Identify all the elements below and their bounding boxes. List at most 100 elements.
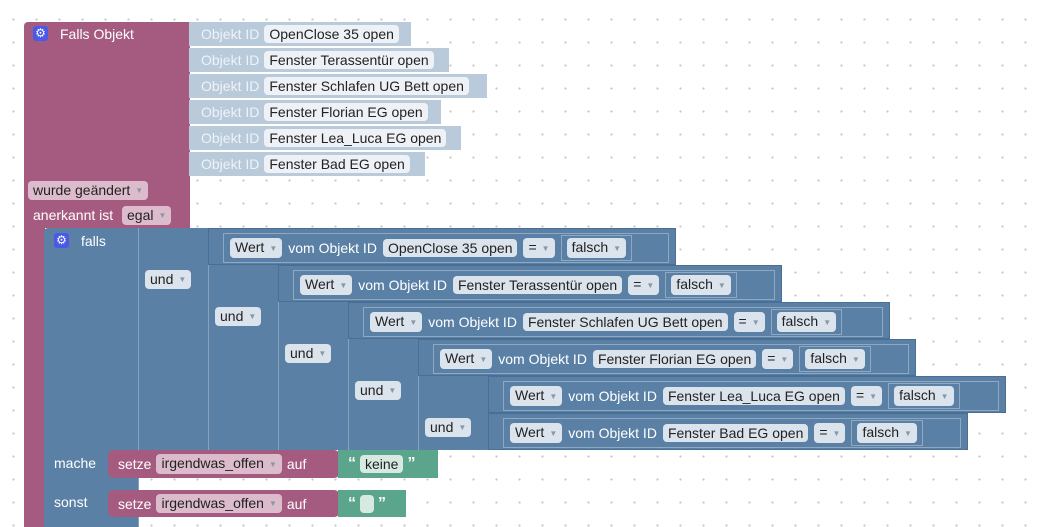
object-id-value[interactable]: Fenster Florian EG open xyxy=(592,350,757,368)
compare-block[interactable]: Wert▼ vom Objekt ID Fenster Lea_Luca EG op… xyxy=(503,381,999,411)
vom-objekt-label: vom Objekt ID xyxy=(568,388,657,404)
property-dropdown-value: Wert xyxy=(515,424,545,441)
operator-dropdown[interactable]: =▼ xyxy=(628,275,660,295)
boolean-block[interactable]: falsch▼ xyxy=(770,309,843,335)
text-block-else[interactable]: “ ” xyxy=(338,490,406,517)
set-label: setze xyxy=(118,495,152,512)
object-id-value[interactable]: Fenster Lea_Luca EG open xyxy=(662,387,845,405)
boolean-dropdown[interactable]: falsch▼ xyxy=(857,423,917,443)
property-dropdown[interactable]: Wert▼ xyxy=(440,349,493,369)
object-id-value[interactable]: OpenClose 35 open xyxy=(382,239,518,257)
condition-dropdown[interactable]: wurde geändert▼ xyxy=(28,181,149,201)
and-dropdown[interactable]: und▼ xyxy=(425,418,472,438)
dropdown-arrow-icon: ▼ xyxy=(869,391,878,401)
ack-dropdown[interactable]: egal▼ xyxy=(122,206,172,226)
operator-dropdown[interactable]: =▼ xyxy=(850,386,883,406)
gear-icon[interactable]: ⚙ xyxy=(54,233,69,248)
boolean-dropdown[interactable]: falsch▼ xyxy=(566,238,627,258)
quote-close-icon: ” xyxy=(378,494,386,512)
and-block[interactable] xyxy=(418,376,489,450)
boolean-dropdown[interactable]: falsch▼ xyxy=(671,275,731,295)
and-block[interactable] xyxy=(138,228,209,450)
and-value: und xyxy=(220,308,244,324)
operator-dropdown[interactable]: =▼ xyxy=(814,423,846,443)
if-block[interactable] xyxy=(44,228,139,527)
boolean-dropdown[interactable]: falsch▼ xyxy=(805,349,865,369)
boolean-block[interactable]: falsch▼ xyxy=(888,383,960,409)
gear-icon[interactable]: ⚙ xyxy=(33,26,48,41)
property-dropdown[interactable]: Wert▼ xyxy=(370,312,423,332)
object-id-value[interactable]: OpenClose 35 open xyxy=(264,25,399,43)
object-id-value[interactable]: Fenster Lea_Luca EG open xyxy=(264,129,447,147)
object-id-value[interactable]: Fenster Terassentür open xyxy=(452,276,623,294)
dropdown-arrow-icon: ▼ xyxy=(479,354,488,364)
object-id-label: Objekt ID xyxy=(201,26,260,42)
operator-dropdown[interactable]: =▼ xyxy=(733,312,765,332)
object-id-label: Objekt ID xyxy=(201,78,260,94)
object-id-value[interactable]: Fenster Schlafen UG Bett open xyxy=(264,77,469,95)
set-variable-block-else[interactable]: setze irgendwas_offen▼ auf xyxy=(108,490,340,517)
object-id-value[interactable]: Fenster Schlafen UG Bett open xyxy=(522,313,728,331)
text-value-input[interactable]: keine xyxy=(360,455,404,473)
object-id-label: Objekt ID xyxy=(201,156,260,172)
operator-dropdown-value: = xyxy=(819,424,828,441)
object-id-value[interactable]: Fenster Terassentür open xyxy=(264,51,434,69)
property-dropdown[interactable]: Wert▼ xyxy=(510,386,563,406)
compare-block[interactable]: Wert▼ vom Objekt ID Fenster Terassentür op… xyxy=(293,270,775,300)
dropdown-arrow-icon: ▼ xyxy=(541,243,550,253)
object-id-value[interactable]: Fenster Bad EG open xyxy=(264,155,410,173)
property-dropdown[interactable]: Wert▼ xyxy=(300,275,353,295)
compare-row[interactable]: Wert▼ vom Objekt ID Fenster Terassentür op… xyxy=(278,265,782,302)
and-dropdown[interactable]: und▼ xyxy=(215,307,262,327)
operator-dropdown[interactable]: =▼ xyxy=(762,349,794,369)
boolean-dropdown[interactable]: falsch▼ xyxy=(894,386,954,406)
boolean-block[interactable]: falsch▼ xyxy=(665,272,737,298)
set-variable-block-then[interactable]: setze irgendwas_offen▼ auf xyxy=(108,450,340,478)
and-value: und xyxy=(360,382,384,398)
text-block-then[interactable]: “ keine ” xyxy=(338,450,438,478)
operator-dropdown[interactable]: =▼ xyxy=(523,238,555,258)
operator-dropdown-value: = xyxy=(738,313,747,330)
boolean-block[interactable]: falsch▼ xyxy=(560,235,633,261)
property-dropdown[interactable]: Wert▼ xyxy=(230,238,283,258)
property-dropdown[interactable]: Wert▼ xyxy=(510,423,563,443)
boolean-block[interactable]: falsch▼ xyxy=(851,420,923,446)
quote-open-icon: “ xyxy=(348,494,356,512)
vom-objekt-label: vom Objekt ID xyxy=(358,277,447,293)
variable-dropdown[interactable]: irgendwas_offen▼ xyxy=(156,493,282,514)
and-block[interactable] xyxy=(278,302,349,450)
text-value-input[interactable] xyxy=(360,494,374,513)
and-dropdown[interactable]: und▼ xyxy=(145,270,192,290)
and-dropdown[interactable]: und▼ xyxy=(285,344,332,364)
dropdown-arrow-icon: ▼ xyxy=(549,391,558,401)
dropdown-arrow-icon: ▼ xyxy=(717,280,726,290)
compare-row[interactable]: Wert▼ vom Objekt ID Fenster Lea_Luca EG op… xyxy=(488,376,1006,413)
variable-dropdown[interactable]: irgendwas_offen▼ xyxy=(156,454,282,474)
object-id-value[interactable]: Fenster Florian EG open xyxy=(264,103,428,121)
and-dropdown[interactable]: und▼ xyxy=(355,381,402,401)
and-block[interactable] xyxy=(208,265,279,450)
dropdown-arrow-icon: ▼ xyxy=(940,391,949,401)
boolean-block[interactable]: falsch▼ xyxy=(799,346,871,372)
boolean-dropdown[interactable]: falsch▼ xyxy=(776,312,837,332)
variable-name: irgendwas_offen xyxy=(161,455,264,472)
property-dropdown-value: Wert xyxy=(375,313,405,330)
dropdown-arrow-icon: ▼ xyxy=(178,275,187,285)
dropdown-arrow-icon: ▼ xyxy=(158,211,167,221)
condition-value: wurde geändert xyxy=(33,182,131,198)
object-id-value[interactable]: Fenster Bad EG open xyxy=(662,424,809,442)
